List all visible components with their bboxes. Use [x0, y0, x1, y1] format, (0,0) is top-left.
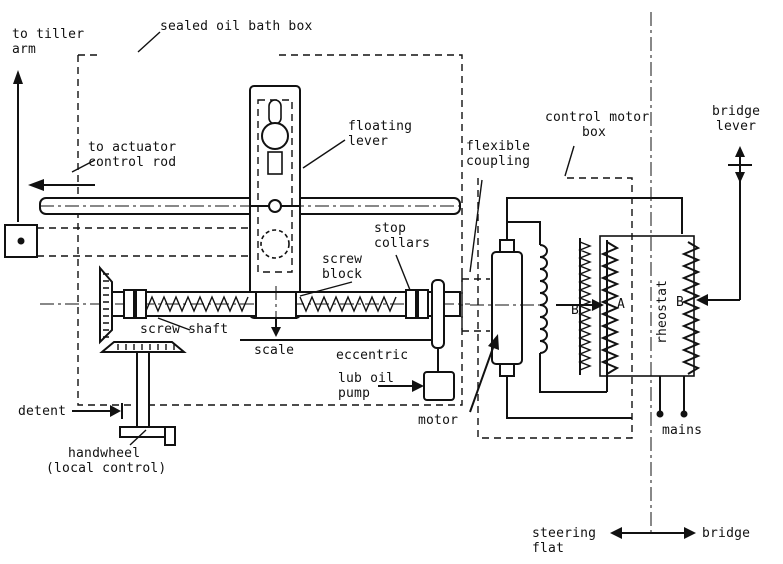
rheostat-a [578, 238, 592, 375]
label-screw-block-2: block [322, 267, 362, 282]
label-to-tiller-arm-2: arm [12, 42, 36, 57]
label-stop-collars-2: collars [374, 236, 430, 251]
label-bridge-lever-2: lever [716, 119, 756, 134]
handwheel-spindle [119, 351, 176, 446]
label-bridge: bridge [702, 526, 750, 541]
floating-lever-leader [302, 139, 346, 169]
tiller-arm-arrow [13, 70, 23, 222]
tiller-connector-block [4, 224, 38, 258]
mains-connections [656, 376, 688, 418]
bridge-arrow [651, 527, 696, 539]
label-rheostat: rheostat [655, 280, 670, 344]
screw-block-leader [299, 281, 353, 297]
control-motor-box [477, 145, 633, 439]
label-detent: detent [18, 404, 66, 419]
motor-arrow [469, 334, 499, 413]
rheostat-resistor-left [600, 241, 620, 375]
label-motor: motor [418, 413, 458, 428]
armature-wiring [506, 197, 683, 419]
sealed-box-leader [137, 31, 161, 53]
bevel-gear-horizontal [99, 341, 187, 353]
stop-collars [405, 289, 429, 319]
bevel-gear-vertical [99, 265, 113, 345]
label-screw-shaft: screw shaft [140, 322, 228, 337]
label-to-tiller-arm-1: to tiller [12, 27, 84, 42]
label-flexible-coupling-2: coupling [466, 154, 530, 169]
label-steering-flat-2: flat [532, 541, 564, 556]
lub-oil-pump-arrow [378, 380, 424, 392]
steering-flat-arrow [610, 527, 651, 539]
rheostat-a-arrow [556, 299, 604, 311]
label-point-b-right: B [676, 295, 684, 310]
rheostat-resistor-right [681, 241, 701, 375]
stop-collars-leader [395, 254, 411, 291]
label-lub-oil-pump-2: pump [338, 386, 370, 401]
label-to-actuator-2: control rod [88, 155, 176, 170]
label-lub-oil-pump-1: lub oil [338, 371, 394, 386]
flexible-coupling-link [461, 179, 490, 335]
bridge-lever [728, 146, 752, 300]
label-stop-collars-1: stop [374, 221, 406, 236]
label-floating-lever-2: lever [348, 134, 388, 149]
handwheel-leader [129, 429, 147, 446]
label-eccentric: eccentric [336, 348, 408, 363]
sealed-oil-bath-box [77, 54, 463, 406]
screw-shaft-leader [157, 317, 191, 331]
lub-oil-pump [423, 371, 455, 401]
label-control-motor-box-1: control motor [545, 110, 649, 125]
label-steering-flat-1: steering [532, 526, 596, 541]
shaft-collar-left [123, 289, 147, 319]
actuator-arrow [28, 159, 96, 191]
label-sealed-oil-bath-box: sealed oil bath box [160, 19, 313, 34]
actuator-dashed-guides [37, 227, 248, 257]
label-to-actuator-1: to actuator [88, 140, 176, 155]
label-point-b-left: B [571, 303, 579, 318]
label-screw-block-1: screw [322, 252, 362, 267]
detent-arrow [72, 403, 123, 419]
rheostat-b-arrow [696, 294, 740, 306]
label-flexible-coupling-1: flexible [466, 139, 530, 154]
label-handwheel-2: (local control) [46, 461, 166, 476]
label-bridge-lever-1: bridge [712, 104, 760, 119]
label-control-motor-box-2: box [582, 125, 606, 140]
label-mains: mains [662, 423, 702, 438]
label-scale: scale [254, 343, 294, 358]
motor [470, 239, 540, 377]
screw-block [255, 286, 297, 337]
floating-lever [249, 85, 301, 319]
label-point-a: A [617, 297, 625, 312]
label-handwheel-1: handwheel [68, 446, 140, 461]
label-floating-lever-1: floating [348, 119, 412, 134]
eccentric [431, 279, 445, 372]
